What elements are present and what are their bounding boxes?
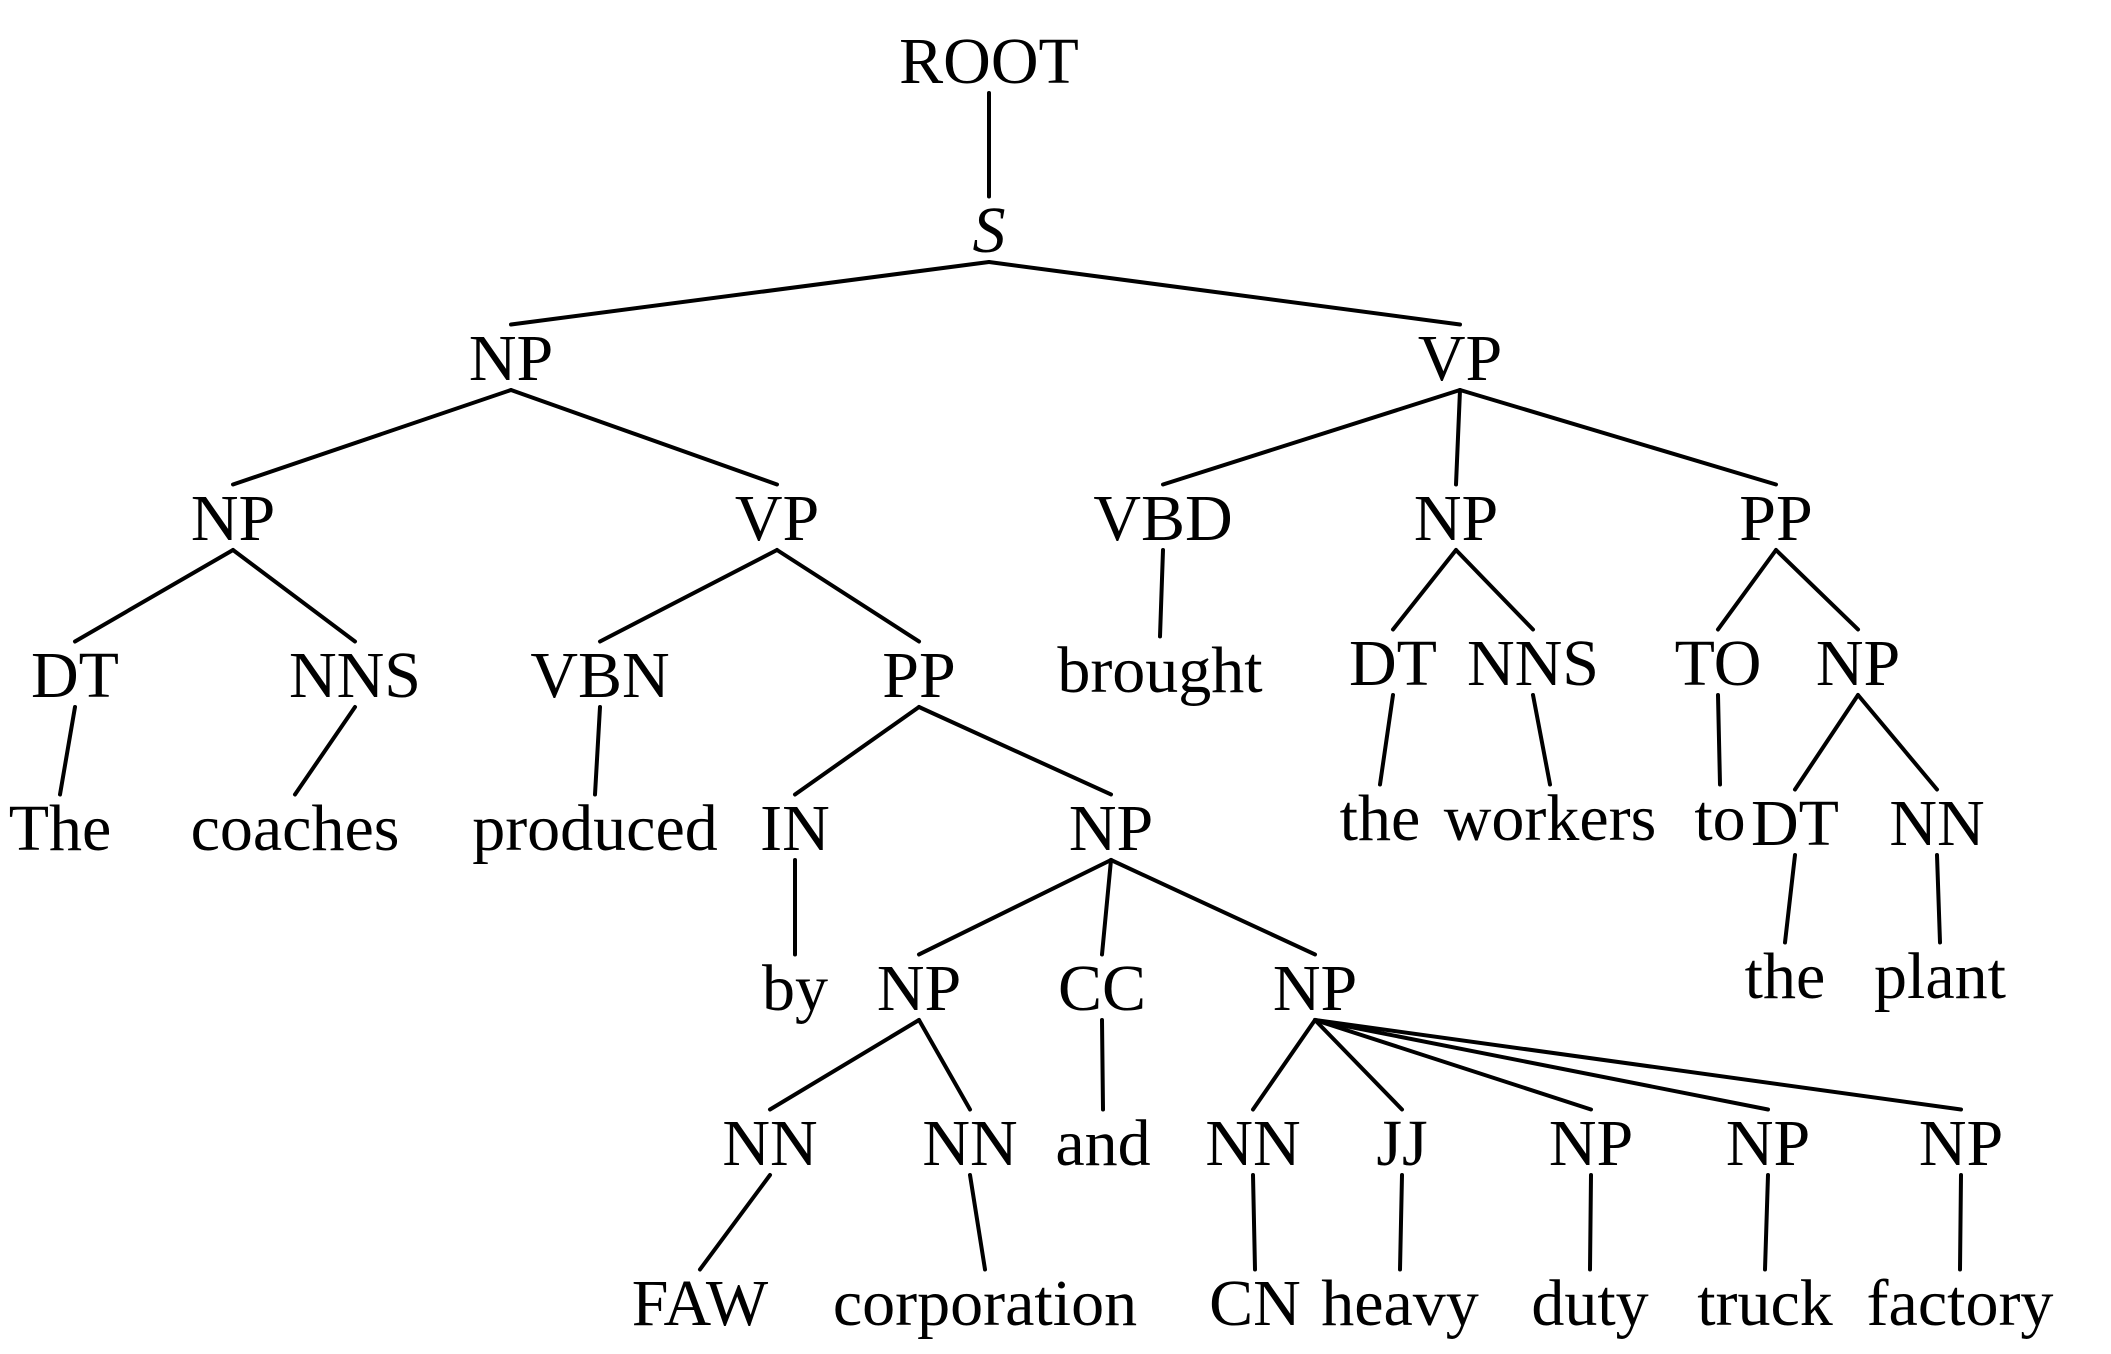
tree-edges bbox=[58, 91, 1963, 1272]
node-label-dt: DT bbox=[31, 639, 119, 712]
tree-edge bbox=[1454, 548, 1535, 632]
tree-edge bbox=[1398, 1173, 1404, 1272]
word-token: produced bbox=[472, 792, 718, 865]
tree-edge bbox=[58, 705, 77, 797]
tree-edge bbox=[1251, 1173, 1257, 1272]
word-token: the bbox=[1340, 782, 1421, 855]
tree-edge bbox=[1531, 693, 1552, 787]
tree-edge bbox=[1313, 1018, 1404, 1112]
tree-edge bbox=[1458, 388, 1778, 487]
tree-edge bbox=[775, 548, 921, 644]
tree-edge bbox=[1856, 693, 1939, 792]
node-label-np: NP bbox=[1726, 1107, 1810, 1180]
tree-edge bbox=[509, 388, 779, 487]
tree-edge bbox=[73, 548, 235, 644]
node-label-nns: NNS bbox=[289, 639, 421, 712]
word-token: the bbox=[1745, 940, 1826, 1013]
word-token: CN bbox=[1209, 1267, 1301, 1340]
tree-edge bbox=[1454, 388, 1462, 487]
word-token: and bbox=[1055, 1107, 1150, 1180]
tree-edge bbox=[293, 705, 357, 797]
tree-edge bbox=[231, 388, 513, 487]
tree-edge bbox=[1313, 1018, 1593, 1112]
tree-edge bbox=[1378, 693, 1395, 787]
tree-labels: ROOT S NP VP NP VP DT NNS The coaches VBN PP produce… bbox=[9, 25, 2054, 1340]
node-label-dt: DT bbox=[1349, 627, 1437, 700]
tree-edge bbox=[793, 705, 921, 797]
node-label-np: NP bbox=[1273, 952, 1357, 1025]
word-token: FAW bbox=[632, 1267, 769, 1340]
tree-edge bbox=[593, 705, 602, 797]
node-label-in: IN bbox=[760, 792, 830, 865]
node-label-nns: NNS bbox=[1467, 627, 1599, 700]
tree-edge bbox=[1774, 548, 1860, 632]
word-token: heavy bbox=[1321, 1267, 1479, 1340]
tree-edge bbox=[968, 1173, 987, 1272]
tree-edge bbox=[1158, 548, 1165, 639]
node-label-np: NP bbox=[469, 322, 553, 395]
tree-edge bbox=[698, 1173, 772, 1272]
tree-edge bbox=[1935, 853, 1942, 945]
node-label-np: NP bbox=[877, 952, 961, 1025]
tree-edge bbox=[917, 1018, 972, 1112]
word-token: to bbox=[1694, 782, 1745, 855]
word-token: The bbox=[9, 792, 112, 865]
node-label-cc: CC bbox=[1058, 952, 1146, 1025]
tree-edge bbox=[1793, 693, 1860, 792]
tree-edge bbox=[231, 548, 357, 644]
word-token: duty bbox=[1531, 1267, 1648, 1340]
word-token: factory bbox=[1867, 1267, 2054, 1340]
tree-edge bbox=[1100, 858, 1113, 957]
tree-edge bbox=[917, 705, 1113, 797]
node-label-np: NP bbox=[1816, 627, 1900, 700]
tree-edge bbox=[1958, 1173, 1963, 1272]
tree-edge bbox=[1313, 1018, 1963, 1112]
tree-edge bbox=[1783, 853, 1797, 945]
node-label-nn: NN bbox=[722, 1107, 817, 1180]
node-label-pp: PP bbox=[882, 639, 955, 712]
tree-edge bbox=[987, 260, 1462, 327]
node-label-nn: NN bbox=[1889, 787, 1984, 860]
node-label-vbn: VBN bbox=[530, 639, 669, 712]
node-label-pp: PP bbox=[1739, 482, 1812, 555]
word-token: corporation bbox=[833, 1267, 1137, 1340]
node-label-root: ROOT bbox=[899, 25, 1079, 98]
word-token: by bbox=[762, 952, 828, 1025]
tree-edge bbox=[598, 548, 779, 644]
tree-edge bbox=[768, 1018, 921, 1112]
tree-edge bbox=[1313, 1018, 1770, 1112]
tree-edge bbox=[1763, 1173, 1770, 1272]
tree-edge bbox=[1161, 388, 1462, 487]
node-label-s: S bbox=[973, 194, 1006, 267]
node-label-nn: NN bbox=[922, 1107, 1017, 1180]
tree-edge bbox=[1391, 548, 1458, 632]
tree-edge bbox=[1716, 693, 1722, 787]
tree-edge bbox=[1100, 1018, 1105, 1112]
tree-edge bbox=[1251, 1018, 1317, 1112]
tree-edge bbox=[1109, 858, 1317, 957]
tree-edge bbox=[509, 260, 991, 327]
node-label-np: NP bbox=[1549, 1107, 1633, 1180]
node-label-dt: DT bbox=[1751, 787, 1839, 860]
tree-edge bbox=[1588, 1173, 1593, 1272]
word-token: brought bbox=[1057, 634, 1262, 707]
node-label-vbd: VBD bbox=[1093, 482, 1232, 555]
node-label-np: NP bbox=[1069, 792, 1153, 865]
node-label-vp: VP bbox=[735, 482, 819, 555]
node-label-jj: JJ bbox=[1376, 1107, 1427, 1180]
node-label-to: TO bbox=[1675, 627, 1762, 700]
word-token: workers bbox=[1444, 782, 1657, 855]
word-token: truck bbox=[1697, 1267, 1833, 1340]
node-label-np: NP bbox=[1919, 1107, 2003, 1180]
node-label-vp: VP bbox=[1418, 322, 1502, 395]
word-token: coaches bbox=[191, 792, 400, 865]
node-label-np: NP bbox=[1414, 482, 1498, 555]
tree-edge bbox=[1716, 548, 1778, 632]
word-token: plant bbox=[1874, 940, 2006, 1013]
node-label-nn: NN bbox=[1205, 1107, 1300, 1180]
node-label-np: NP bbox=[191, 482, 275, 555]
tree-edge bbox=[917, 858, 1113, 957]
